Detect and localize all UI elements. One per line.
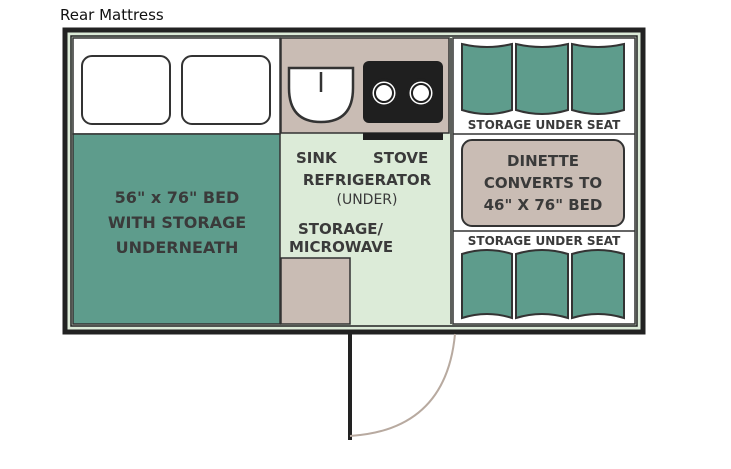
storage-label-line-1: STORAGE/	[298, 220, 384, 238]
storage-label-line-2: MICROWAVE	[289, 238, 393, 256]
bed-label-line-2: WITH STORAGE	[108, 213, 246, 232]
stove-front-strip	[363, 133, 443, 140]
seat-cushion-bottom-1	[461, 249, 513, 320]
storage-under-seat-bottom-label: STORAGE UNDER SEAT	[468, 234, 621, 248]
storage-under-seat-top-label: STORAGE UNDER SEAT	[468, 118, 621, 132]
bed-mattress	[72, 133, 281, 325]
bed-label-line-1: 56" x 76" BED	[115, 188, 240, 207]
refrigerator-note: (UNDER)	[337, 192, 398, 208]
pillow-right	[181, 55, 271, 125]
stove-label: STOVE	[373, 149, 428, 167]
stove-top	[363, 61, 443, 123]
sink-basin	[287, 66, 355, 124]
seat-cushion-top-1	[461, 42, 513, 115]
door-swing-arc	[349, 333, 456, 437]
seat-cushion-bottom-2	[515, 249, 569, 320]
dinette-table	[461, 139, 625, 227]
pillow-left	[81, 55, 171, 125]
seat-cushion-top-3	[571, 42, 625, 115]
page-caption: Rear Mattress	[60, 6, 164, 24]
seat-cushion-bottom-3	[571, 249, 625, 320]
dinette-label-line-3: 46" X 76" BED	[484, 196, 603, 214]
storage-cabinet	[280, 257, 351, 325]
trailer-inner-wall	[70, 35, 638, 327]
stove-burner-left-inner	[374, 83, 394, 103]
dinette-label-line-2: CONVERTS TO	[484, 174, 602, 192]
sink-label: SINK	[296, 149, 338, 167]
bed-label-line-3: UNDERNEATH	[116, 238, 239, 257]
dinette-label-line-1: DINETTE	[507, 152, 579, 170]
refrigerator-label: REFRIGERATOR	[303, 171, 432, 189]
seat-cushion-top-2	[515, 42, 569, 115]
stove-burner-right-inner	[411, 83, 431, 103]
